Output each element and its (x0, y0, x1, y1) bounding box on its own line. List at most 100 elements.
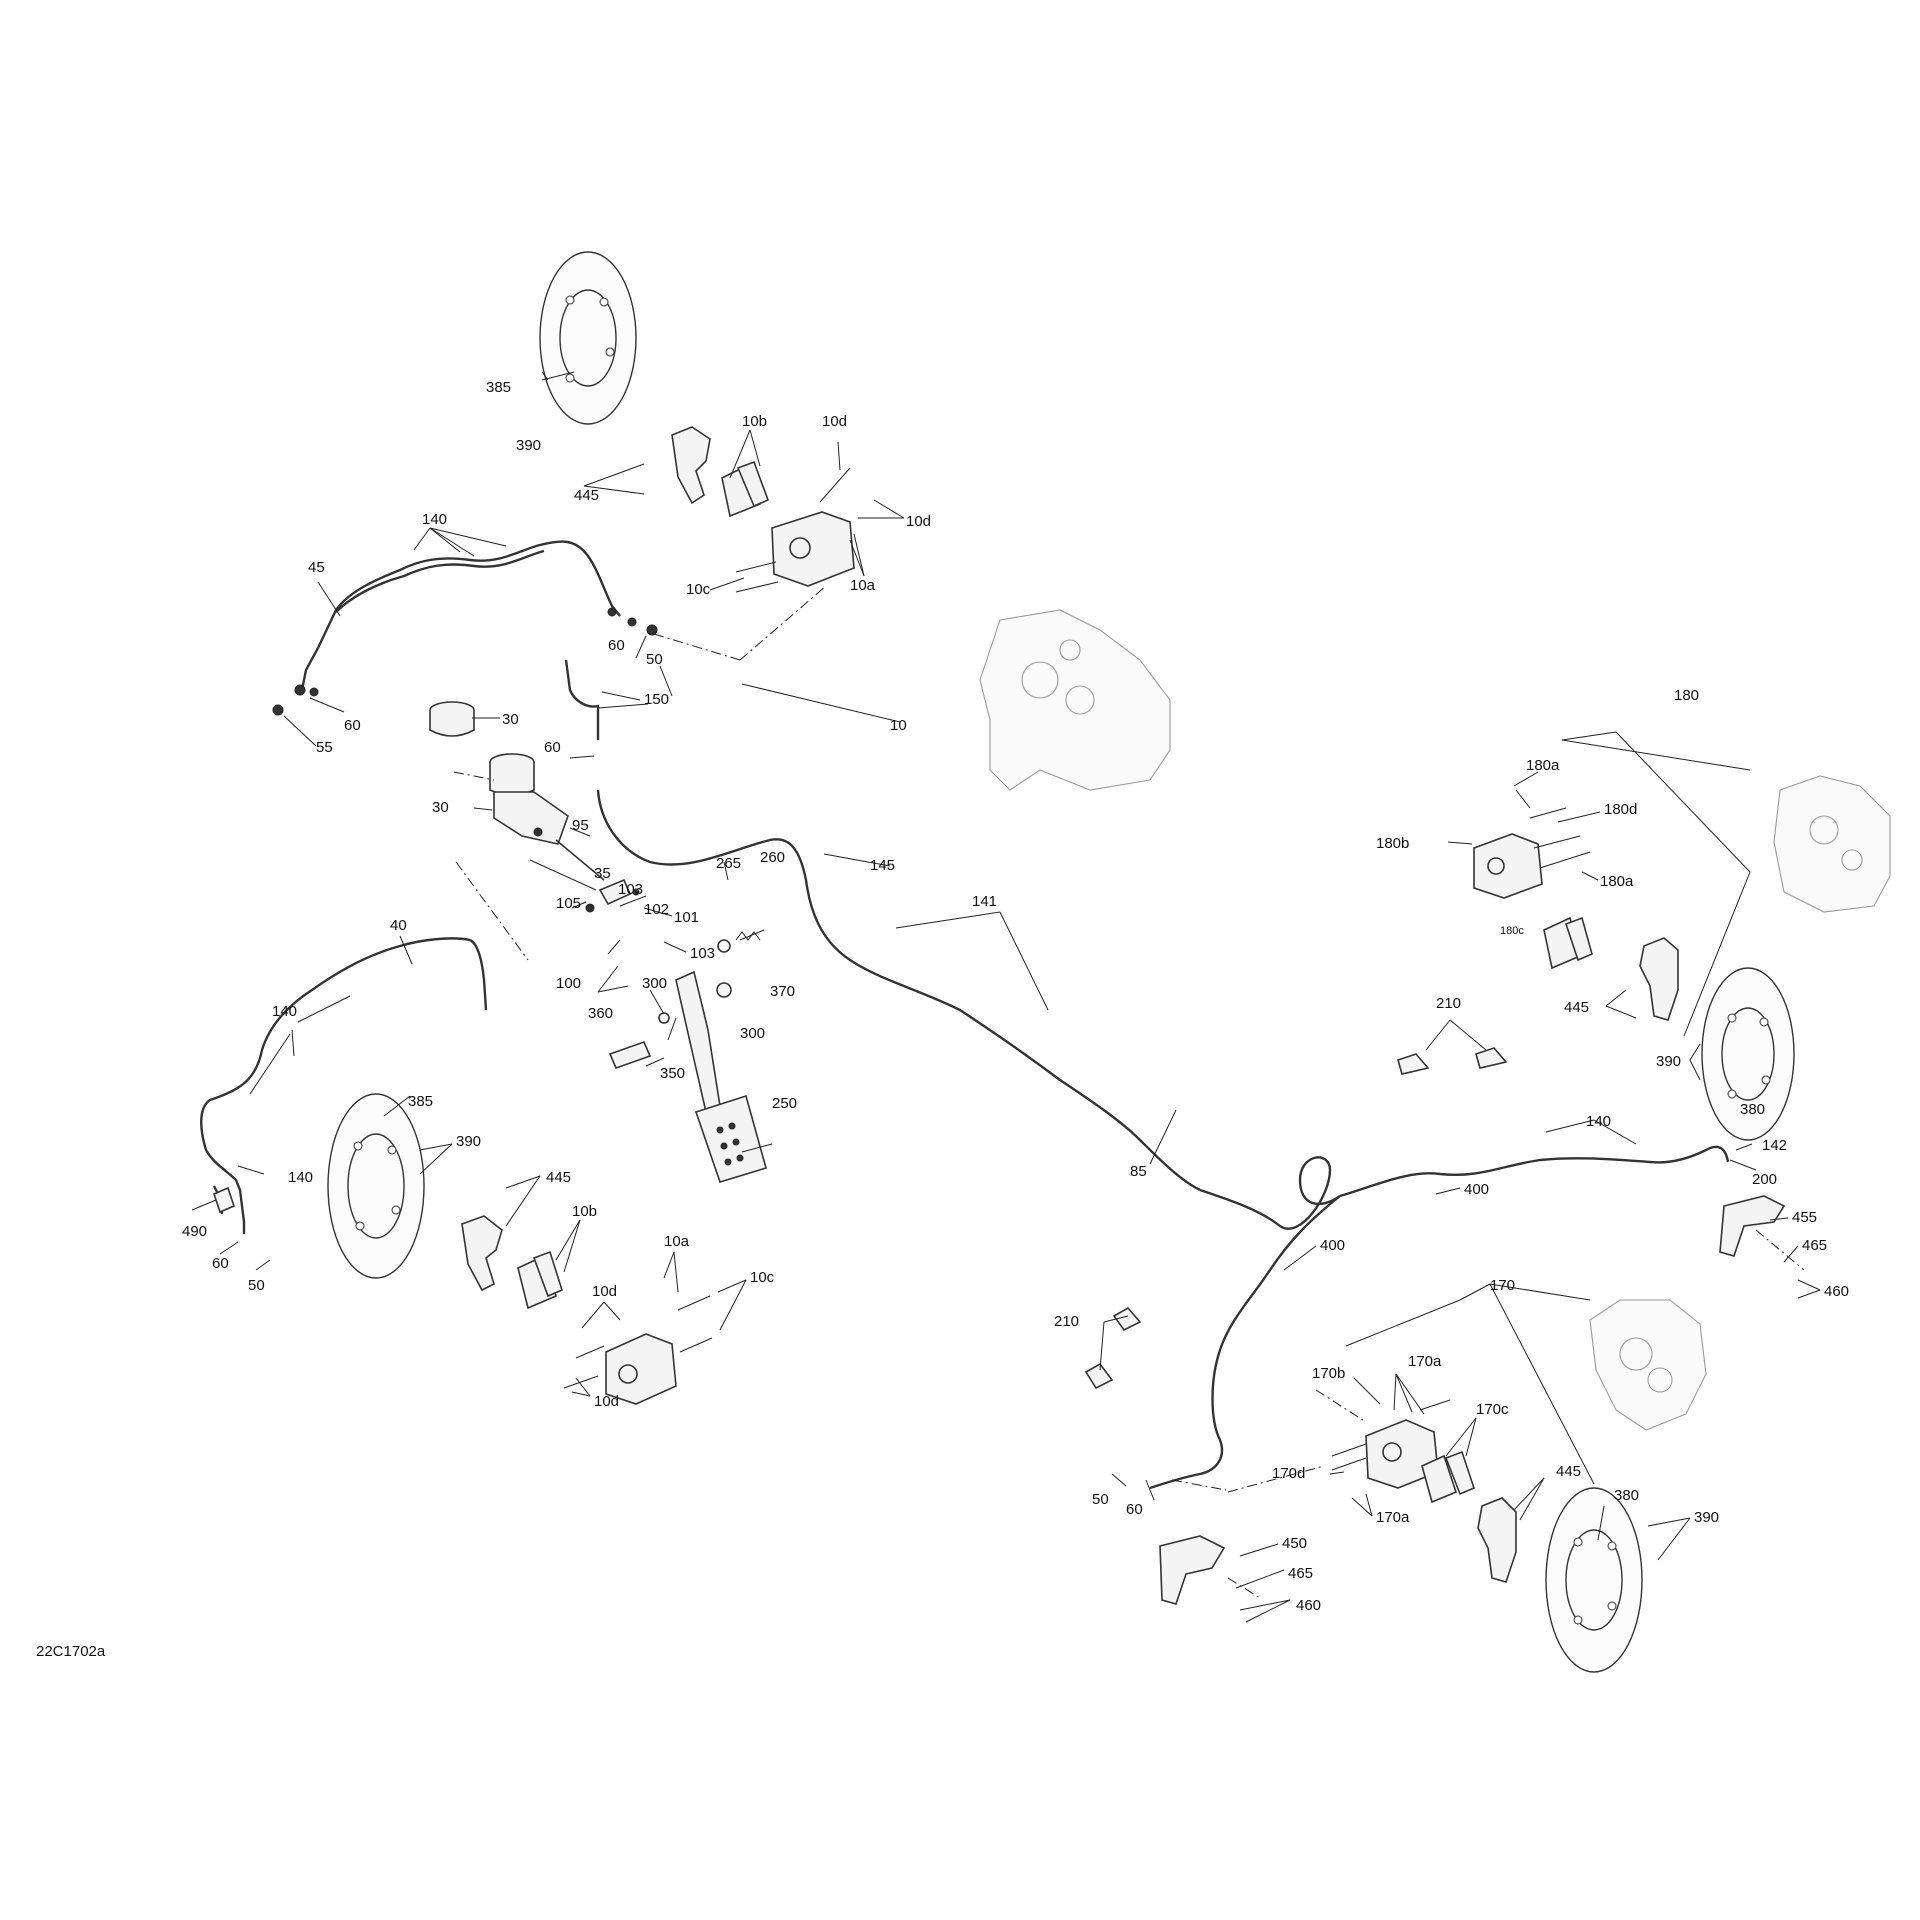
caliper-pins-top (735, 467, 851, 593)
callout-390-right: 390 (1656, 1053, 1681, 1070)
brake-line-45 (300, 540, 621, 691)
callout-60-top-b: 60 (344, 717, 361, 734)
callout-390-bottom: 390 (1694, 1509, 1719, 1526)
callout-10b-top: 10b (742, 413, 767, 430)
callout-450: 450 (1282, 1535, 1307, 1552)
callout-103-b: 103 (690, 945, 715, 962)
carrier-bracket-top (671, 426, 711, 505)
callout-50-top: 50 (646, 651, 663, 668)
callout-102: 102 (644, 901, 669, 918)
callout-385-lower: 385 (408, 1093, 433, 1110)
callout-400-a: 400 (1464, 1181, 1489, 1198)
carrier-bracket-rear-right (1639, 937, 1679, 1021)
leader-lines (191, 371, 1821, 1623)
callout-445-right: 445 (1564, 999, 1589, 1016)
callout-170c: 170c (1476, 1401, 1509, 1418)
callout-140-left-a: 140 (272, 1003, 297, 1020)
callout-170a-b: 170a (1376, 1509, 1410, 1526)
carrier-bracket-lower-left (461, 1215, 503, 1292)
brake-disc-rear-left (1545, 1487, 1643, 1673)
rear-caliper-assembly-180 (1773, 775, 1891, 913)
callout-10a-top: 10a (850, 577, 876, 594)
clips-210-top (1397, 1047, 1508, 1075)
callout-101: 101 (674, 909, 699, 926)
callout-400-b: 400 (1320, 1237, 1345, 1254)
callout-490: 490 (182, 1223, 207, 1240)
callout-380-bottom: 380 (1614, 1487, 1639, 1504)
brake-disc-rear-right (1701, 967, 1795, 1141)
callout-445-lower: 445 (546, 1169, 571, 1186)
callout-10d-lower-a: 10d (592, 1283, 617, 1300)
callout-60-mid: 60 (544, 739, 561, 756)
rear-caliper-180-exploded (1473, 807, 1591, 899)
brake-pads-lower-left (517, 1250, 563, 1310)
carrier-bracket-rear-left (1477, 1497, 1517, 1583)
caliper-top-left (771, 511, 855, 587)
banjo-fitting-top-left (272, 684, 319, 716)
callout-50-bottom: 50 (1092, 1491, 1109, 1508)
reservoir-cap (429, 701, 475, 737)
callout-105: 105 (556, 895, 581, 912)
callout-142: 142 (1762, 1137, 1787, 1154)
brake-pedal (675, 970, 767, 1183)
callout-445-top: 445 (574, 487, 599, 504)
callout-455: 455 (1792, 1209, 1817, 1226)
callout-180c: 180c (1500, 925, 1524, 937)
callout-60-top-a: 60 (608, 637, 625, 654)
callout-140-left-b: 140 (288, 1169, 313, 1186)
callout-180a-a: 180a (1526, 757, 1560, 774)
callout-85: 85 (1130, 1163, 1147, 1180)
front-caliper-assembly-10 (979, 609, 1171, 791)
callout-180a-b: 180a (1600, 873, 1634, 890)
callout-103-a: 103 (618, 881, 643, 898)
callout-140-top-left: 140 (422, 511, 447, 528)
rear-caliper-170-exploded (1331, 1399, 1451, 1489)
callout-170a-a: 170a (1408, 1353, 1442, 1370)
callout-10d-top-b: 10d (906, 513, 931, 530)
brake-disc-top-left (539, 251, 637, 425)
abs-sensor-490 (213, 1186, 235, 1214)
callout-385-top: 385 (486, 379, 511, 396)
callout-445-bottom: 445 (1556, 1463, 1581, 1480)
pushrod (555, 839, 605, 881)
callout-170d: 170d (1272, 1465, 1305, 1482)
callout-370: 370 (770, 983, 795, 1000)
master-cylinder (489, 753, 569, 845)
callout-200: 200 (1752, 1171, 1777, 1188)
callout-10a-lower: 10a (664, 1233, 690, 1250)
callout-460-bottom: 460 (1296, 1597, 1321, 1614)
rear-caliper-assembly-170 (1589, 1299, 1707, 1431)
callout-10d-top-a: 10d (822, 413, 847, 430)
brake-disc-lower-left (327, 1093, 425, 1279)
callout-460-right: 460 (1824, 1283, 1849, 1300)
brake-line-85 (1199, 1156, 1341, 1230)
callout-170b: 170b (1312, 1365, 1345, 1382)
callout-141: 141 (972, 893, 997, 910)
caliper-pins-lower-left (563, 1295, 713, 1389)
callout-145: 145 (870, 857, 895, 874)
callout-465-right: 465 (1802, 1237, 1827, 1254)
callout-265: 265 (716, 855, 741, 872)
banjo-fitting-top-right (607, 607, 658, 636)
brake-line-rear-left-down (1149, 1195, 1341, 1490)
callout-210-bottom: 210 (1054, 1313, 1079, 1330)
clips-210-bottom (1084, 1306, 1142, 1390)
callout-95: 95 (572, 817, 589, 834)
callout-260: 260 (760, 849, 785, 866)
callout-360: 360 (588, 1005, 613, 1022)
callout-140-right: 140 (1586, 1113, 1611, 1130)
callout-35: 35 (594, 865, 611, 882)
callout-10c-top: 10c (686, 581, 711, 598)
callout-180d: 180d (1604, 801, 1637, 818)
rear-pads-170c (1421, 1450, 1475, 1504)
callout-10c-lower: 10c (750, 1269, 775, 1286)
callout-30-cap: 30 (502, 711, 519, 728)
callout-10d-lower-b: 10d (594, 1393, 619, 1410)
callout-390-lower: 390 (456, 1133, 481, 1150)
callout-60-bottom: 60 (1126, 1501, 1143, 1518)
callout-150: 150 (644, 691, 669, 708)
callout-55: 55 (316, 739, 333, 756)
brake-pads-top (721, 460, 770, 518)
callout-210-top: 210 (1436, 995, 1461, 1012)
